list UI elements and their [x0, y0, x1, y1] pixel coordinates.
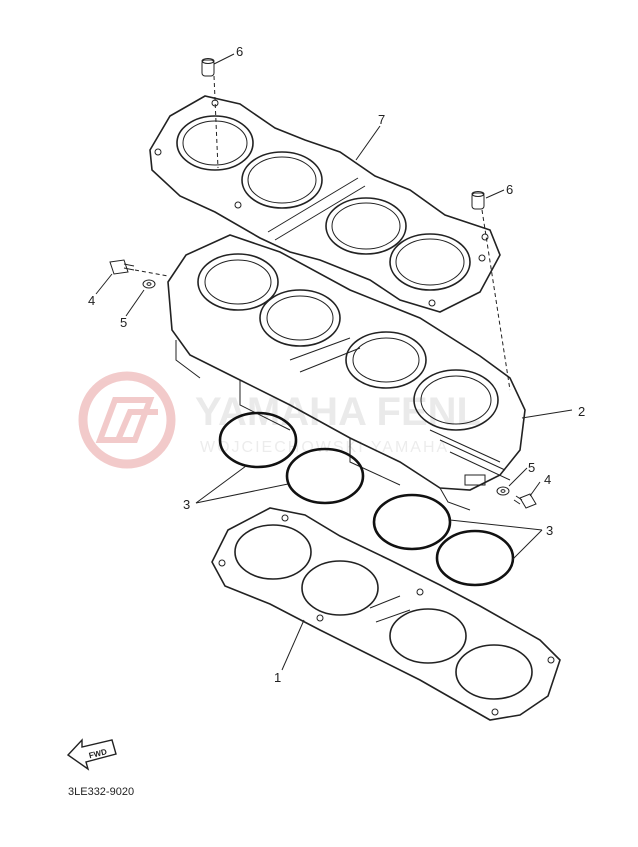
- bolt-left: [109, 259, 135, 275]
- washer-left: [142, 279, 156, 289]
- o-ring-1: [218, 411, 298, 469]
- watermark-logo-mark: [95, 397, 158, 443]
- callout-5-right: 5: [528, 460, 535, 475]
- washer-right: [496, 486, 510, 496]
- watermark-logo: [78, 371, 176, 469]
- callout-3-left: 3: [183, 497, 190, 512]
- base-gasket: [211, 507, 561, 721]
- dowel-pin-top-right: [471, 191, 485, 210]
- watermark: YAMAHA FENL WOJCIECHOWSKI YAMAHA: [78, 371, 481, 469]
- callout-3-right: 3: [546, 523, 553, 538]
- callout-4-left: 4: [88, 293, 95, 308]
- callout-4-right: 4: [544, 472, 551, 487]
- watermark-subtitle: WOJCIECHOWSKI YAMAHA: [200, 439, 449, 456]
- watermark-title: YAMAHA FENL: [195, 390, 481, 434]
- fwd-arrow-icon: FWD: [66, 738, 117, 771]
- o-ring-3: [372, 493, 452, 551]
- bolt-right: [513, 493, 537, 509]
- callout-5-left: 5: [120, 315, 127, 330]
- leader-lines: [95, 53, 573, 671]
- callout-6-top-left: 6: [236, 44, 243, 59]
- callout-1: 1: [274, 670, 281, 685]
- cylinder-block: [167, 234, 526, 511]
- o-ring-2: [285, 447, 365, 505]
- fwd-label: FWD: [88, 747, 108, 760]
- callout-2: 2: [578, 404, 585, 419]
- callout-7: 7: [378, 112, 385, 127]
- dowel-pin-top-left: [201, 58, 215, 77]
- part-code: 3LE332-9020: [68, 786, 134, 798]
- head-gasket-upper: [149, 95, 501, 313]
- o-ring-4: [435, 529, 515, 587]
- callout-6-top-right: 6: [506, 182, 513, 197]
